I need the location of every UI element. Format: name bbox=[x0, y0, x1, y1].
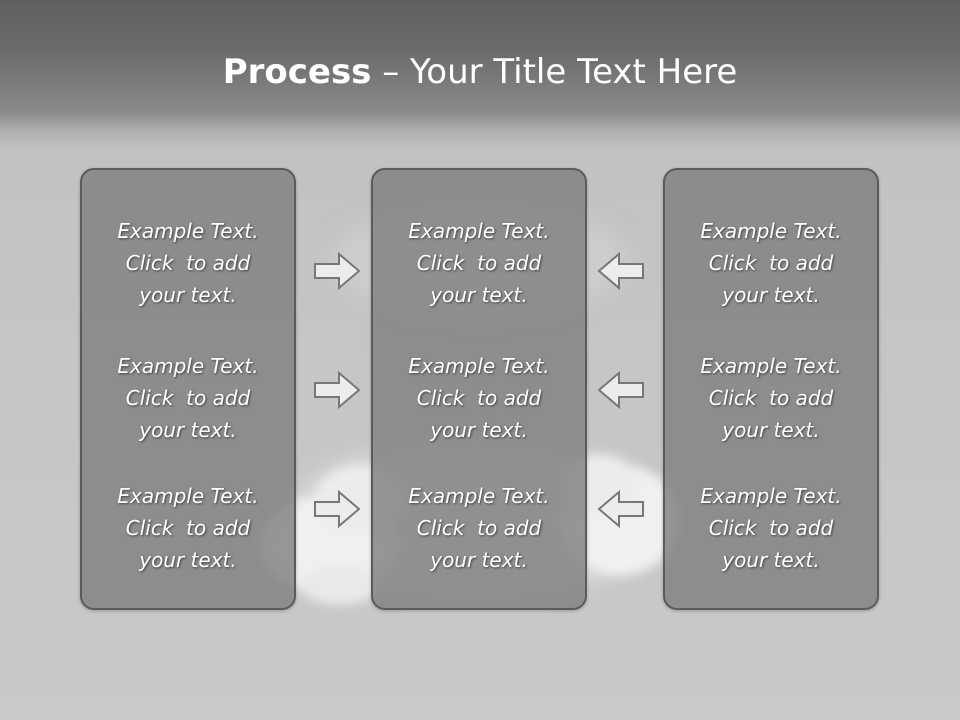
text-line: Click to add bbox=[708, 516, 834, 540]
slide-title[interactable]: Process – Your Title Text Here bbox=[0, 52, 960, 92]
arrow-left-icon[interactable] bbox=[597, 252, 645, 290]
text-line: Click to add bbox=[125, 251, 251, 275]
text-line: Click to add bbox=[125, 386, 251, 410]
text-line: Example Text. bbox=[408, 484, 550, 508]
arrow-right-icon[interactable] bbox=[313, 490, 361, 528]
panel-right[interactable]: Example Text. Click to add your text. Ex… bbox=[663, 168, 879, 610]
panel-center[interactable]: Example Text. Click to add your text. Ex… bbox=[371, 168, 587, 610]
text-line: Click to add bbox=[708, 386, 834, 410]
arrow-right-icon[interactable] bbox=[313, 371, 361, 409]
text-line: your text. bbox=[139, 283, 237, 307]
text-line: Example Text. bbox=[117, 354, 259, 378]
text-line: Example Text. bbox=[117, 219, 259, 243]
panel-left[interactable]: Example Text. Click to add your text. Ex… bbox=[80, 168, 296, 610]
text-line: Example Text. bbox=[700, 354, 842, 378]
text-block[interactable]: Example Text. Click to add your text. bbox=[82, 350, 294, 446]
text-line: Click to add bbox=[125, 516, 251, 540]
text-line: Click to add bbox=[708, 251, 834, 275]
text-block[interactable]: Example Text. Click to add your text. bbox=[665, 215, 877, 311]
text-block[interactable]: Example Text. Click to add your text. bbox=[82, 480, 294, 576]
text-line: your text. bbox=[722, 283, 820, 307]
text-line: Click to add bbox=[416, 251, 542, 275]
text-block[interactable]: Example Text. Click to add your text. bbox=[665, 350, 877, 446]
text-block[interactable]: Example Text. Click to add your text. bbox=[665, 480, 877, 576]
text-line: your text. bbox=[139, 548, 237, 572]
text-line: Example Text. bbox=[700, 219, 842, 243]
arrow-left-icon[interactable] bbox=[597, 371, 645, 409]
text-line: Click to add bbox=[416, 386, 542, 410]
text-line: Example Text. bbox=[700, 484, 842, 508]
text-line: your text. bbox=[722, 418, 820, 442]
text-line: your text. bbox=[139, 418, 237, 442]
text-line: your text. bbox=[722, 548, 820, 572]
text-line: Example Text. bbox=[117, 484, 259, 508]
arrow-left-icon[interactable] bbox=[597, 490, 645, 528]
title-bold: Process bbox=[222, 52, 372, 92]
text-line: Example Text. bbox=[408, 354, 550, 378]
text-block[interactable]: Example Text. Click to add your text. bbox=[373, 480, 585, 576]
title-rest: – Your Title Text Here bbox=[371, 52, 738, 92]
text-block[interactable]: Example Text. Click to add your text. bbox=[373, 215, 585, 311]
arrow-right-icon[interactable] bbox=[313, 252, 361, 290]
text-line: Example Text. bbox=[408, 219, 550, 243]
text-block[interactable]: Example Text. Click to add your text. bbox=[82, 215, 294, 311]
text-line: your text. bbox=[430, 548, 528, 572]
text-line: Click to add bbox=[416, 516, 542, 540]
text-block[interactable]: Example Text. Click to add your text. bbox=[373, 350, 585, 446]
text-line: your text. bbox=[430, 418, 528, 442]
text-line: your text. bbox=[430, 283, 528, 307]
